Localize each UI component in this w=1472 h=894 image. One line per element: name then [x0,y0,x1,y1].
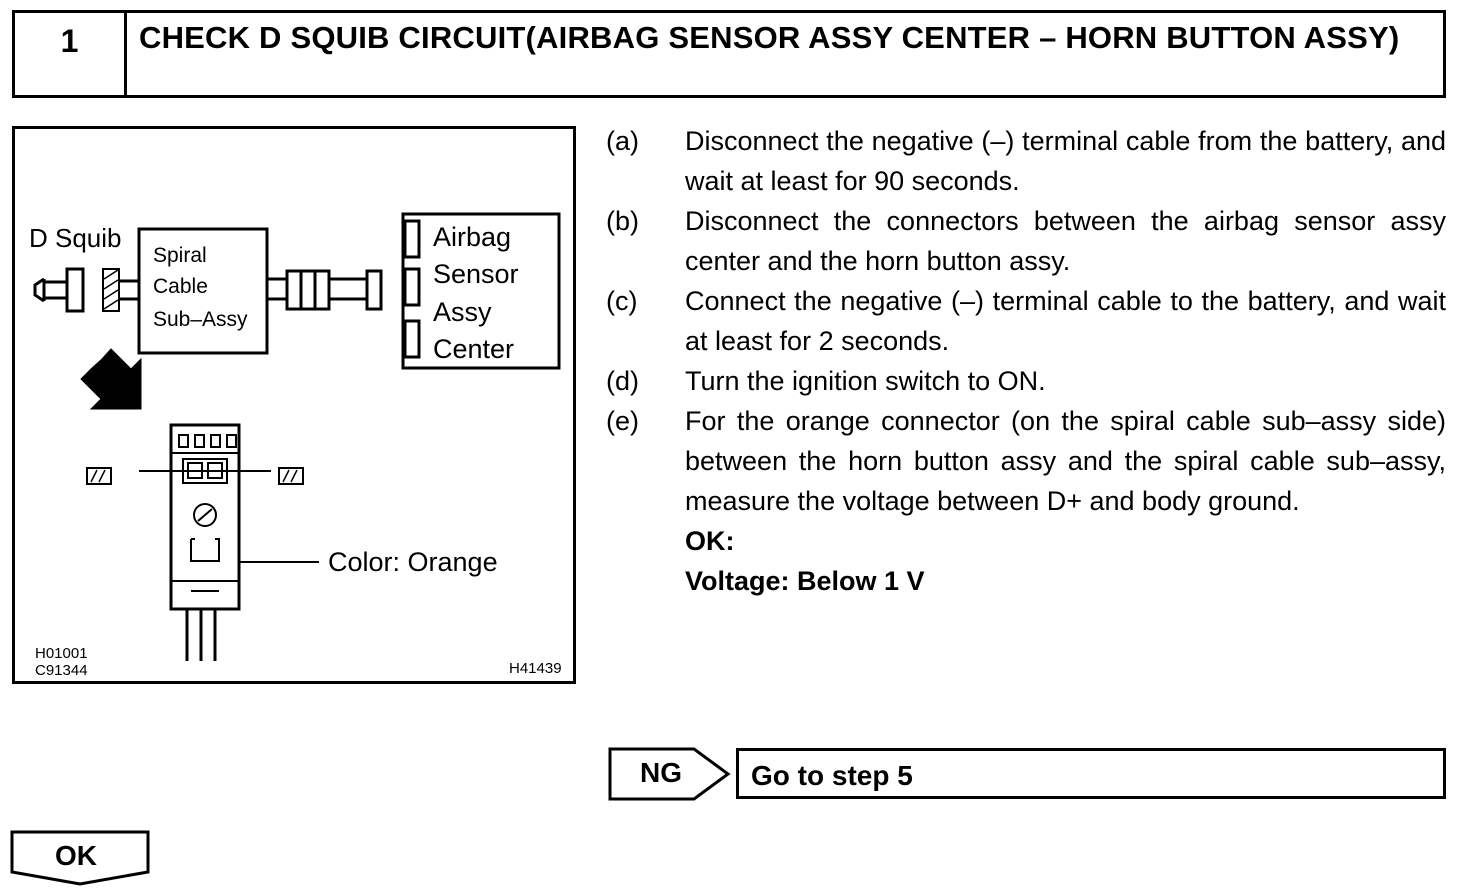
procedure-step: (b) Disconnect the connectors between th… [606,201,1446,281]
step-text: Connect the negative (–) terminal cable … [685,286,1446,356]
procedure-list: (a) Disconnect the negative (–) terminal… [606,121,1446,601]
procedure-step: (a) Disconnect the negative (–) terminal… [606,121,1446,201]
procedure-step: (e) For the orange connector (on the spi… [606,401,1446,521]
figure-code: H41439 [509,660,562,677]
step-title: CHECK D SQUIB CIRCUIT(AIRBAG SENSOR ASSY… [139,20,1400,55]
spiral-cable-label: Spiral [153,244,207,267]
airbag-sensor-box [401,212,561,370]
ok-label: OK [55,840,97,871]
airbag-sensor-label: Center [433,334,515,364]
step-text: Turn the ignition switch to ON. [685,366,1046,396]
spiral-cable-label: Cable [153,275,208,298]
ok-tag-shape [10,830,150,886]
orange-connector-drawing [169,423,241,661]
step-letter: (d) [606,366,639,396]
airbag-sensor-label: Airbag [433,222,512,252]
squib-connector [65,267,85,313]
ng-action: Go to step 5 [736,748,1446,799]
step-letter: (b) [606,206,639,236]
spec-value: Voltage: Below 1 V [685,566,925,596]
airbag-sensor-label: Sensor [433,259,519,289]
ng-tag-shape [608,747,731,801]
wiring-diagram-figure: D Squib Spiral Cable Sub–Assy Airbag Sen… [12,126,576,684]
step-letter: (c) [606,286,638,316]
step-letter: (e) [606,406,639,436]
hatched-connector [102,268,120,312]
airbag-sensor-label: Assy [433,297,492,327]
figure-code: H01001 [35,645,88,662]
d-squib-label: D Squib [29,223,122,253]
step-text: Disconnect the connectors between the ai… [685,206,1446,276]
spiral-cable-box [137,227,269,355]
procedure-step: (c) Connect the negative (–) terminal ca… [606,281,1446,361]
step-text: For the orange connector (on the spiral … [685,406,1446,516]
spiral-cable-label: Sub–Assy [153,308,248,331]
procedure-step: (d) Turn the ignition switch to ON. [606,361,1446,401]
step-text: Disconnect the negative (–) terminal cab… [685,126,1446,196]
step-letter: (a) [606,126,639,156]
spec-label: OK: [685,526,735,556]
figure-code: C91344 [35,662,88,679]
ng-label: NG [640,757,682,788]
connector-diagram [33,212,561,661]
squib-plug [33,277,45,303]
step-number: 1 [15,13,127,95]
arrow-icon [80,348,142,410]
connector-color-label: Color: Orange [328,547,498,577]
step-header: 1 CHECK D SQUIB CIRCUIT(AIRBAG SENSOR AS… [12,10,1446,98]
